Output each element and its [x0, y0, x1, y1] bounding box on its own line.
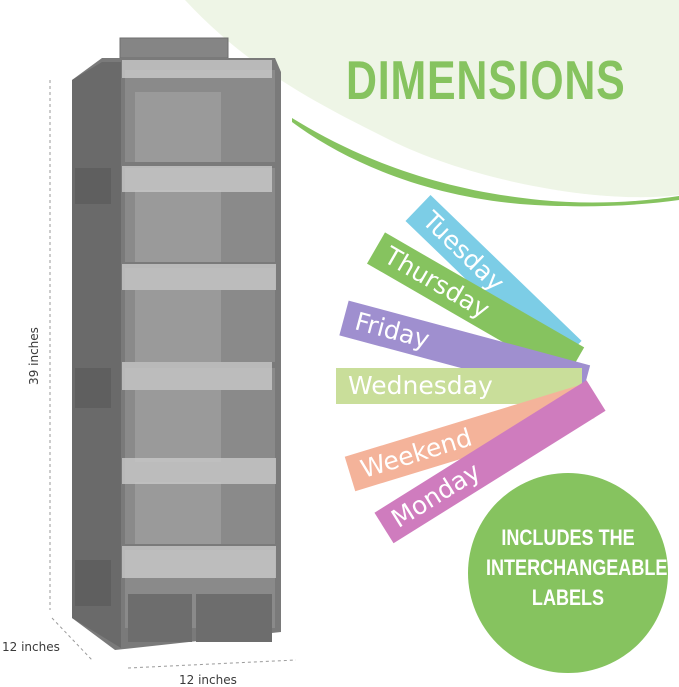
badge-line-3: LABELS [531, 585, 605, 610]
depth-dimension-label: 12 inches [2, 640, 60, 654]
heading-title: DIMENSIONS [346, 49, 626, 111]
badge-text: INCLUDES THE INTERCHANGEABLE LABELS [486, 523, 668, 613]
badge-line-1: INCLUDES THE [501, 525, 635, 550]
width-dimension-label: 12 inches [179, 673, 237, 687]
badge-line-2: INTERCHANGEABLE [486, 555, 668, 580]
label-text-wednesday: Wednesday [348, 371, 493, 400]
labels-included-badge: INCLUDES THE INTERCHANGEABLE LABELS [468, 473, 668, 673]
height-dimension-label: 39 inches [27, 327, 41, 385]
